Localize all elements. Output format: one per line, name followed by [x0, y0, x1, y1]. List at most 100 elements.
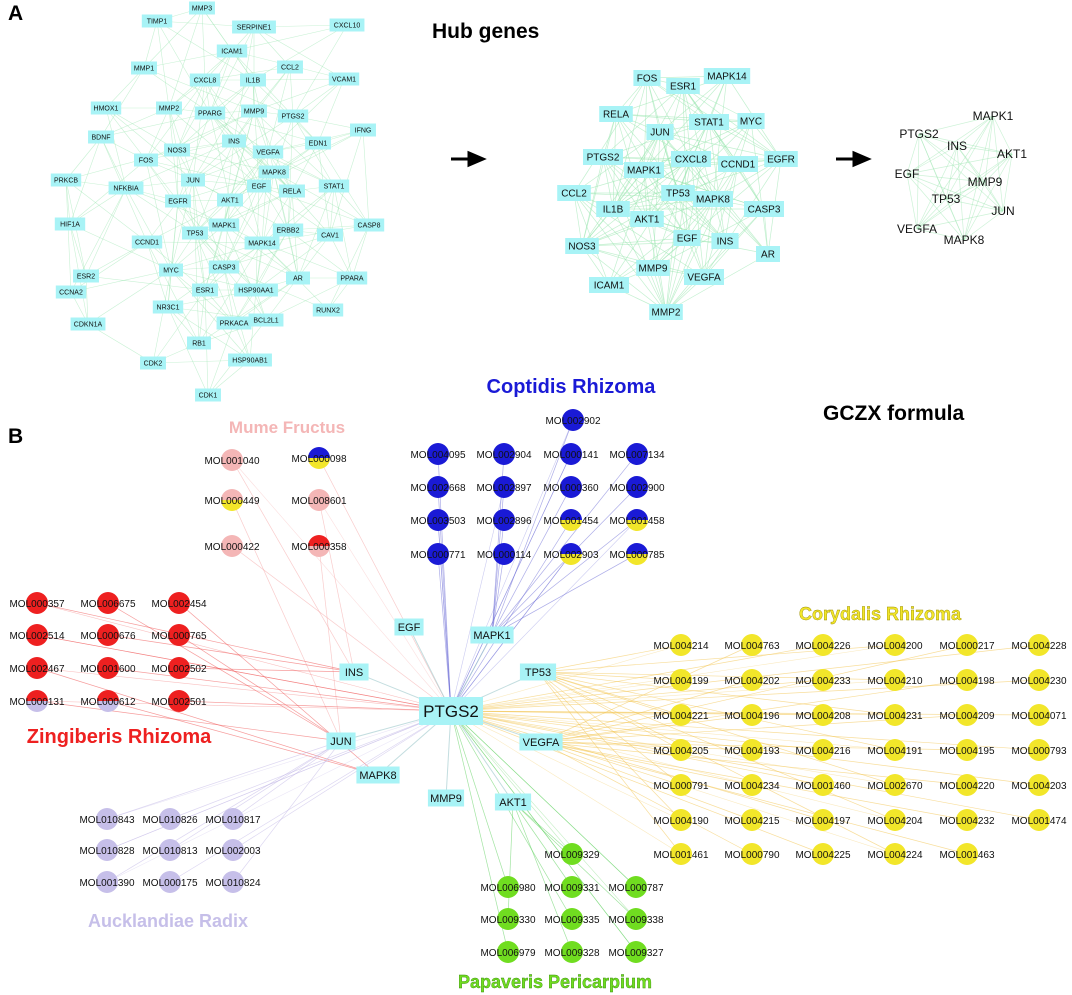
target-akt1-label: AKT1 [499, 797, 527, 809]
net3-edge [906, 173, 918, 230]
mol-node-mol000765-label: MOL000765 [151, 631, 206, 642]
corydalis-rhizoma-title: Corydalis Rhizoma [799, 604, 962, 624]
net1-node-mapk8-box [258, 165, 290, 179]
mol-node-mol001600 [97, 657, 119, 679]
mol-node-mol000449-top [221, 489, 243, 500]
net1-edge [204, 224, 225, 291]
net1-edge [255, 234, 331, 291]
net2-node-ccl2-label: CCL2 [561, 189, 587, 200]
net3-edge [945, 198, 1004, 212]
mume-edge [231, 459, 355, 673]
net1-edge [100, 136, 127, 189]
net3-edge [906, 115, 994, 175]
net1-node-cxcl10-label: CXCL10 [334, 23, 361, 30]
net3-edge [906, 173, 986, 183]
mol-node-mol000217 [956, 634, 978, 656]
net1-edge [209, 112, 231, 201]
mol-node-mol009328 [561, 941, 583, 963]
net1-node-icam1-box [216, 44, 248, 58]
mol-node-mol004226-label: MOL004226 [795, 641, 850, 652]
mol-node-mol009331 [561, 876, 583, 898]
net1-node-mmp1-label: MMP1 [134, 66, 154, 73]
net1-edge [198, 242, 263, 344]
target-mapk8-label: MAPK8 [359, 770, 396, 782]
corydalis-edge [540, 741, 753, 821]
net1-node-hsp90ab1-box [228, 353, 272, 367]
net1-edge [143, 67, 211, 114]
net1-node-mmp9-label: MMP9 [244, 109, 264, 116]
coptidis-edge [450, 519, 572, 712]
net1-edge [261, 190, 293, 244]
net2-node-mapk8-label: MAPK8 [696, 195, 730, 206]
net2-edge [608, 198, 714, 286]
mol-node-mol000131-top [26, 690, 48, 701]
papaveris-edge [450, 710, 509, 953]
mol-node-mol004215 [741, 809, 763, 831]
mol-node-mol000787-label: MOL000787 [608, 883, 663, 894]
net1-node-mmp2-label: MMP2 [159, 106, 179, 113]
net3-edge [916, 181, 986, 230]
net2-edge [643, 169, 726, 242]
net2-edge [643, 120, 752, 171]
net2-edge [665, 192, 679, 313]
net2-node-rela-label: RELA [603, 110, 629, 121]
net1-node-myc-label: MYC [163, 268, 179, 275]
mol-node-mol000612-bottom [97, 701, 119, 712]
net1-node-casp3-label: CASP3 [213, 265, 236, 272]
target-mmp9-label: MMP9 [430, 793, 462, 805]
mol-node-mol000357-label: MOL000357 [9, 599, 64, 610]
mol-node-mol004191 [884, 739, 906, 761]
net1-edge [252, 24, 348, 81]
net1-node-icam1-label: ICAM1 [221, 49, 243, 56]
net2-edge [652, 208, 765, 269]
papaveris-edge [450, 710, 637, 953]
net1-node-esr1-label: ESR1 [196, 288, 214, 295]
net1-node-nr3c1-label: NR3C1 [157, 305, 180, 312]
net1-node-hsp90ab1-label: HSP90AB1 [232, 358, 268, 365]
mol-node-mol010826-label: MOL010826 [142, 815, 197, 826]
mol-node-mol002467 [26, 657, 48, 679]
mol-node-mol004204-label: MOL004204 [867, 816, 922, 827]
mol-node-mol004203 [1028, 774, 1050, 796]
corydalis-edge [537, 671, 896, 716]
net2-edge [581, 237, 688, 247]
net1-node-il1b-label: IL1B [246, 78, 261, 85]
papaveris-edge [450, 710, 637, 920]
coptidis-edge [450, 453, 572, 712]
panel-b-label: B [8, 425, 24, 448]
mol-node-mol000785-top [626, 543, 648, 554]
corydalis-edge [537, 671, 682, 681]
mol-node-mol000098-label: MOL000098 [291, 454, 346, 465]
net3-edge [906, 173, 965, 241]
mol-node-mol004228-label: MOL004228 [1011, 641, 1066, 652]
net1-edge [65, 136, 102, 181]
mol-node-mol004209-label: MOL004209 [939, 711, 994, 722]
mume-edge [231, 545, 452, 712]
corydalis-edge [450, 710, 896, 821]
net1-node-cdkn1a-box [70, 317, 106, 331]
net2-edge [652, 131, 661, 269]
mol-node-mol002668-label: MOL002668 [410, 483, 465, 494]
net2-node-tp53-label: TP53 [666, 189, 690, 200]
net1-node-jun-box [181, 173, 205, 187]
net1-edge [253, 26, 291, 68]
mol-node-mol004230 [1028, 669, 1050, 691]
net2-edge [608, 131, 661, 286]
mol-node-mol009328-label: MOL009328 [544, 948, 599, 959]
net1-node-rb1-box [187, 336, 211, 350]
mol-node-mol000612-top [97, 690, 119, 701]
net1-edge [70, 241, 148, 293]
net1-node-hif1a-box [54, 217, 86, 231]
mol-node-mol000793-label: MOL000793 [1011, 746, 1066, 757]
mol-node-mol001454-top [560, 509, 582, 520]
mol-node-mol001600-label: MOL001600 [80, 664, 135, 675]
net1-edge [261, 224, 370, 244]
mol-node-mol000358-top [308, 535, 330, 546]
net3-edge [916, 133, 920, 230]
net2-node-stat1-box [689, 114, 729, 130]
net1-edge [192, 179, 225, 268]
mol-node-mol004198-label: MOL004198 [939, 676, 994, 687]
net2-node-akt1-box [630, 211, 664, 227]
net1-edge [145, 79, 206, 161]
net1-node-mapk14-label: MAPK14 [248, 241, 276, 248]
